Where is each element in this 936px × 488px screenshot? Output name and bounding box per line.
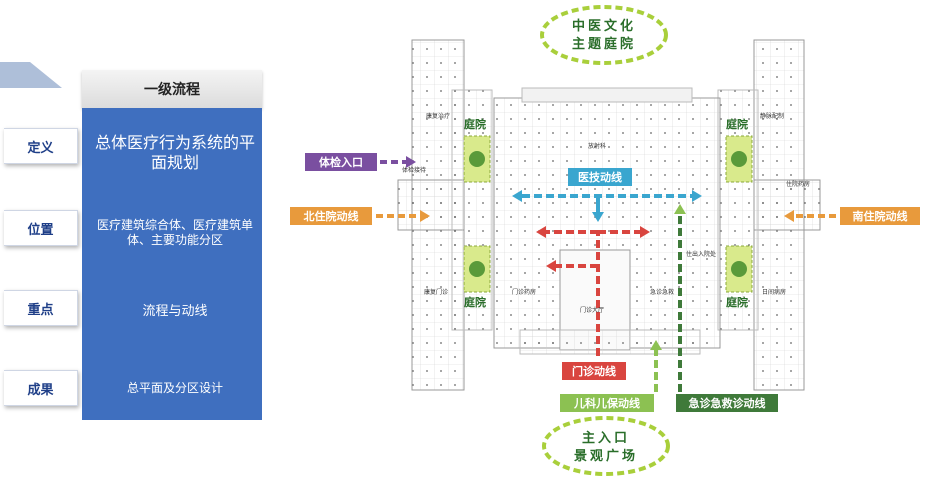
room-label: 日间病房 <box>762 288 786 296</box>
label-pediatric: 儿科儿保动线 <box>560 394 654 412</box>
tab-location[interactable]: 位置 <box>4 210 78 246</box>
arrow-north-inpatient <box>376 210 430 222</box>
arrow-medical-tech <box>512 190 702 222</box>
tab-focus[interactable]: 重点 <box>4 290 78 326</box>
label-north-inpatient: 北住院动线 <box>290 207 372 225</box>
desc-result: 总平面及分区设计 <box>126 380 223 395</box>
label-emergency: 急诊急救诊动线 <box>676 394 778 412</box>
label-medical-tech: 医技动线 <box>568 168 632 186</box>
courtyard-label: 庭院 <box>726 295 748 309</box>
bottom-badge-line1: 主入口 <box>582 430 630 446</box>
courtyard-nw <box>463 135 491 183</box>
room-label: 静脉配制 <box>760 112 784 120</box>
courtyard-label: 庭院 <box>726 117 748 131</box>
corner-decoration <box>0 62 62 88</box>
tab-result[interactable]: 成果 <box>4 370 78 406</box>
top-badge-line1: 中医文化 <box>572 18 636 34</box>
desc-location: 医疗建筑综合体、医疗建筑单体、主要功能分区 <box>96 218 253 247</box>
top-badge-line2: 主题庭院 <box>572 36 636 52</box>
courtyard-se <box>725 245 753 293</box>
arrow-physical-exam <box>380 156 416 168</box>
label-outpatient: 门诊动线 <box>562 362 626 380</box>
label-physical-exam: 体检入口 <box>305 153 377 171</box>
central-block <box>493 87 721 355</box>
bottom-badge-line2: 景观广场 <box>574 448 638 464</box>
room-label: 门诊大厅 <box>580 306 604 314</box>
level-header: 一级流程 <box>82 70 262 108</box>
desc-definition: 总体医疗行为系统的平面规划 <box>94 133 255 172</box>
label-south-inpatient: 南住院动线 <box>840 207 920 225</box>
courtyard-label: 庭院 <box>464 295 486 309</box>
room-label: 康复门诊 <box>424 288 448 296</box>
courtyard-label: 庭院 <box>464 117 486 131</box>
badge-text: 中医文化 主题庭院 主入口 景观广场 <box>572 18 638 464</box>
courtyard-labels: 庭院 庭院 庭院 庭院 <box>464 117 748 309</box>
desc-focus: 流程与动线 <box>142 303 208 319</box>
arrow-emergency <box>674 204 686 392</box>
room-label: 住院药房 <box>786 180 810 188</box>
arrow-pediatric <box>650 340 662 392</box>
room-label: 急诊急救 <box>650 288 674 296</box>
tab-definition[interactable]: 定义 <box>4 128 78 164</box>
courtyard-sw <box>463 245 491 293</box>
bottom-badge <box>542 416 670 476</box>
room-label: 体检接待 <box>402 166 426 174</box>
top-badge <box>540 5 668 65</box>
description-panel <box>82 108 262 420</box>
right-wing <box>717 39 821 391</box>
room-label: 康复治疗 <box>426 112 450 120</box>
courtyard-ne <box>725 135 753 183</box>
room-label: 门诊药房 <box>512 288 536 296</box>
room-label: 住出入院处 <box>686 250 716 258</box>
room-labels: 康复治疗 体检接待 放射科 静脉配制 住院药房 康复门诊 门诊药房 门诊大厅 急… <box>402 112 810 314</box>
arrow-outpatient <box>536 226 650 356</box>
arrow-south-inpatient <box>784 210 836 222</box>
room-label: 放射科 <box>588 142 606 150</box>
